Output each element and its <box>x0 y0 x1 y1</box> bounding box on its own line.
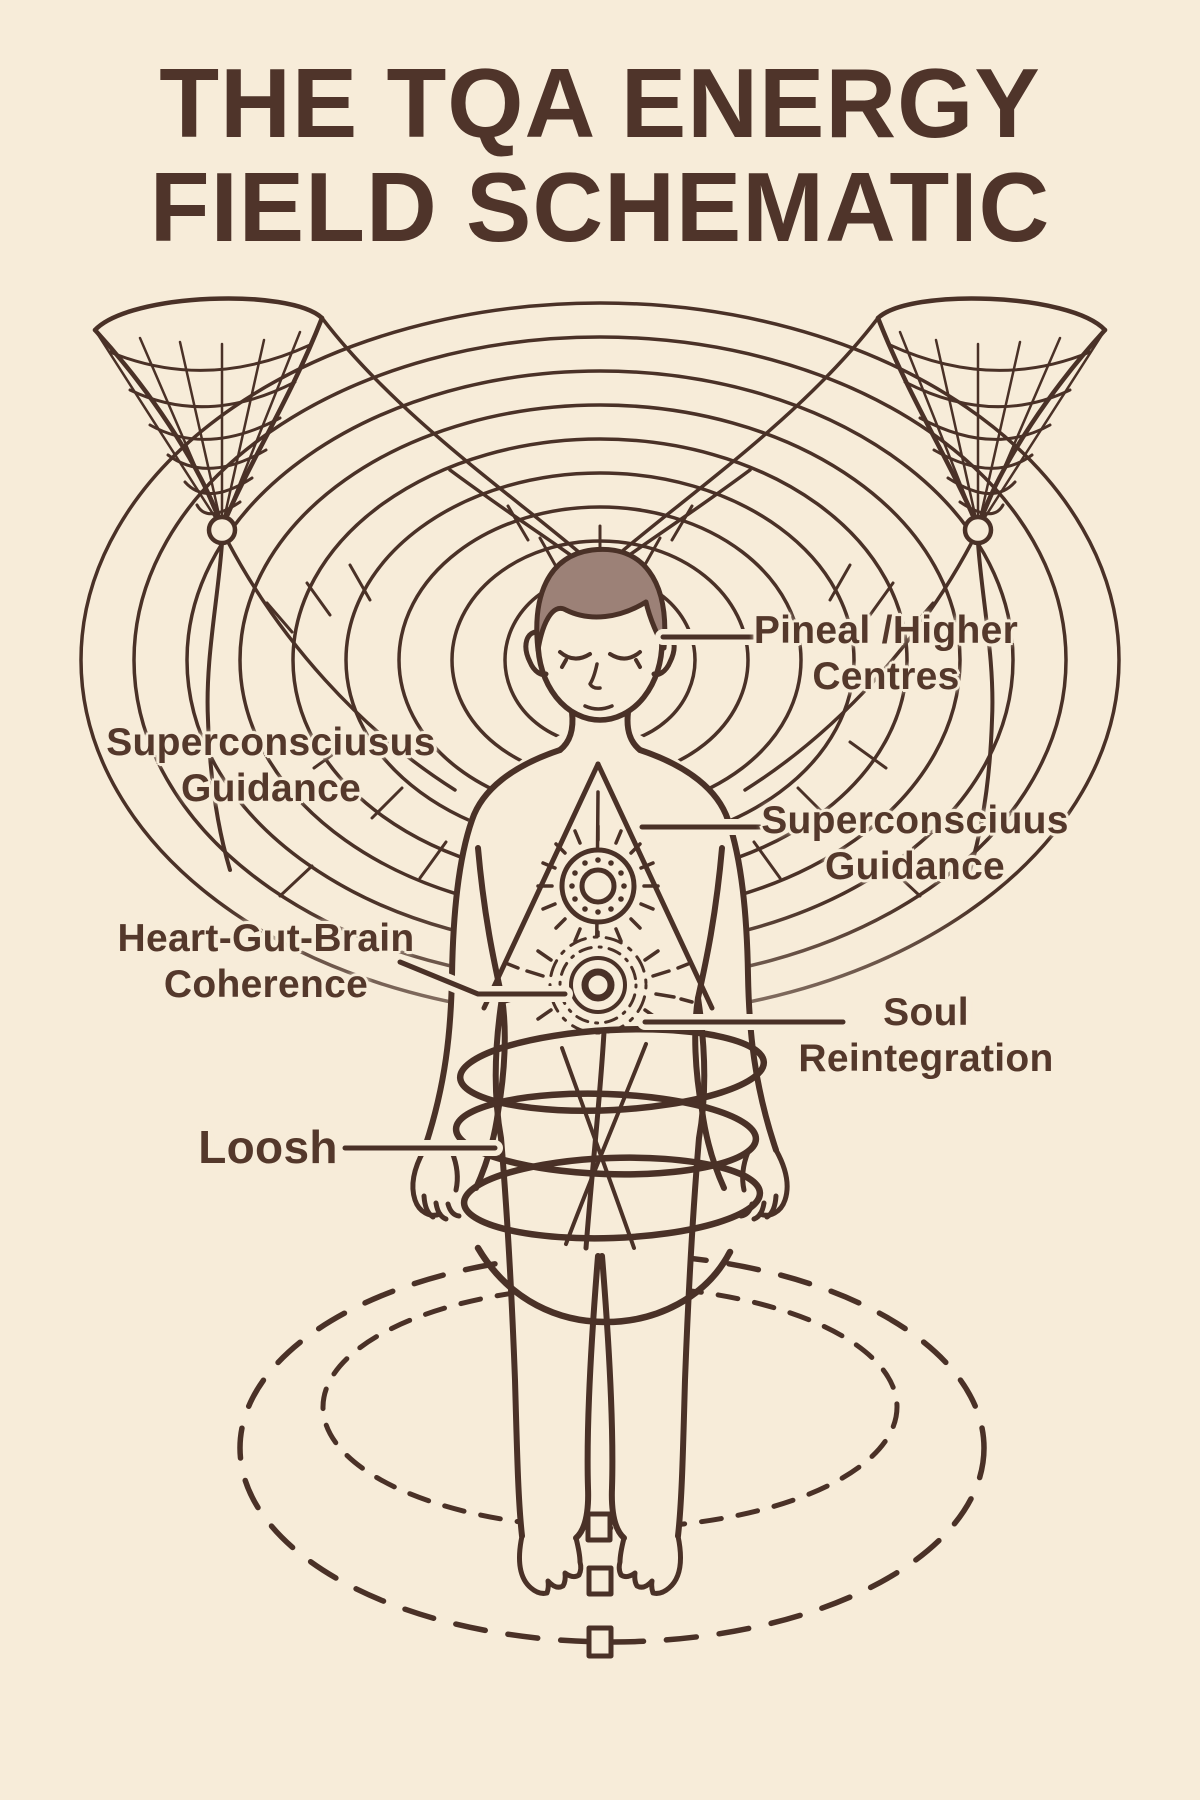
label-loosh: Loosh <box>198 1120 337 1174</box>
loosh-coil <box>452 1026 768 1326</box>
left-ear <box>523 629 549 677</box>
closed-eyes <box>558 650 642 669</box>
right-guidance-curve <box>743 540 974 792</box>
grounding-squares <box>585 1511 614 1659</box>
label-soul-line2: Reintegration <box>798 1037 1054 1081</box>
left-funnel <box>92 296 457 872</box>
poster-title: THE TQA ENERGY FIELD SCHEMATIC <box>0 48 1200 262</box>
nose <box>588 662 602 690</box>
label-loosh-line1: Loosh <box>198 1121 338 1173</box>
left-foot <box>516 1533 584 1596</box>
label-pineal-higher-centres: Pineal /Higher Centres <box>754 608 1018 700</box>
left-funnel-tail <box>205 541 232 872</box>
label-heart-gut-brain-line1: Heart-Gut-Brain <box>117 917 415 960</box>
label-superconscious-guidance-right: Superconsciuus Guidance <box>761 798 1069 890</box>
poster-title-line2: FIELD SCHEMATIC <box>149 151 1051 262</box>
label-pineal-line1: Pineal /Higher <box>753 609 1019 652</box>
heart-chakra-rays <box>536 824 660 948</box>
label-heart-gut-brain-coherence: Heart-Gut-Brain Coherence <box>117 916 414 1008</box>
label-superconscious-left-line2: Guidance <box>180 767 362 811</box>
mouth <box>583 704 614 711</box>
heart-chakra-dots <box>569 857 627 915</box>
left-funnel-node <box>206 514 238 546</box>
right-foot <box>616 1533 684 1596</box>
right-funnel-tail <box>968 541 995 872</box>
label-heart-gut-brain-line2: Coherence <box>163 963 369 1007</box>
label-superconscious-guidance-left: Superconsciusus Guidance <box>106 720 436 812</box>
label-soul-line1: Soul <box>883 991 969 1034</box>
right-funnel <box>743 296 1108 872</box>
left-guidance-curve <box>226 540 457 792</box>
heart-chakra <box>536 824 660 948</box>
heart-gut-brain-leader <box>397 959 568 997</box>
label-superconscious-right-line1: Superconsciuus <box>761 799 1069 842</box>
poster-title-line1: THE TQA ENERGY <box>159 48 1041 158</box>
leader-lines <box>337 629 851 1156</box>
label-superconscious-right-line2: Guidance <box>824 845 1006 889</box>
label-superconscious-left-line1: Superconsciusus <box>106 721 436 764</box>
label-pineal-line2: Centres <box>812 655 960 699</box>
label-soul-reintegration: Soul Reintegration <box>798 990 1053 1082</box>
right-funnel-node <box>962 514 994 546</box>
